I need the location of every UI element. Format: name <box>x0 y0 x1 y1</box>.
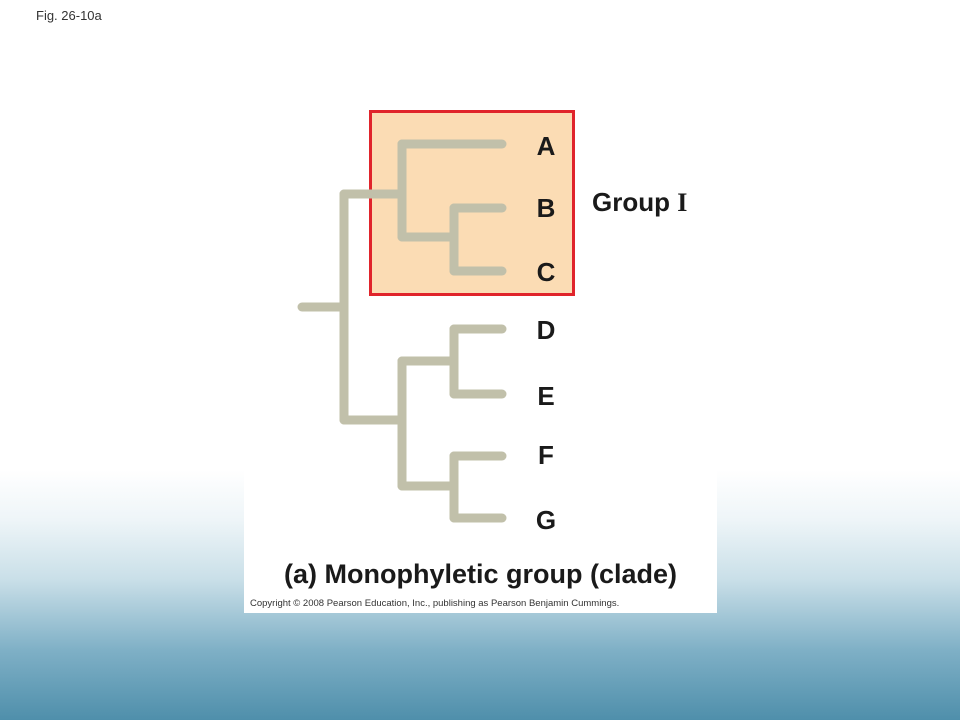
taxon-label-a: A <box>536 131 556 161</box>
copyright-notice: Copyright © 2008 Pearson Education, Inc.… <box>250 598 620 609</box>
group-numeral: I <box>677 188 688 217</box>
node-fg <box>449 451 466 523</box>
node-bc <box>449 203 466 276</box>
cladogram-tree <box>297 139 507 523</box>
group-word: Group <box>592 187 670 217</box>
figure-caption: (a) Monophyletic group (clade) <box>283 559 677 589</box>
group-i-label: Group I <box>592 187 687 218</box>
taxon-label-d: D <box>536 315 556 345</box>
taxon-label-c: C <box>536 257 556 287</box>
node-de <box>449 324 466 399</box>
node-abc <box>397 139 414 242</box>
taxon-label-g: G <box>535 505 557 535</box>
figure-label: Fig. 26-10a <box>36 8 102 23</box>
taxon-label-b: B <box>536 193 556 223</box>
taxon-label-e: E <box>537 381 555 411</box>
cladogram-panel: A B C D E F G Group I (a) Monophyletic g… <box>244 107 717 613</box>
root-node <box>339 189 359 425</box>
node-defg <box>397 356 414 491</box>
taxon-label-f: F <box>538 440 554 470</box>
